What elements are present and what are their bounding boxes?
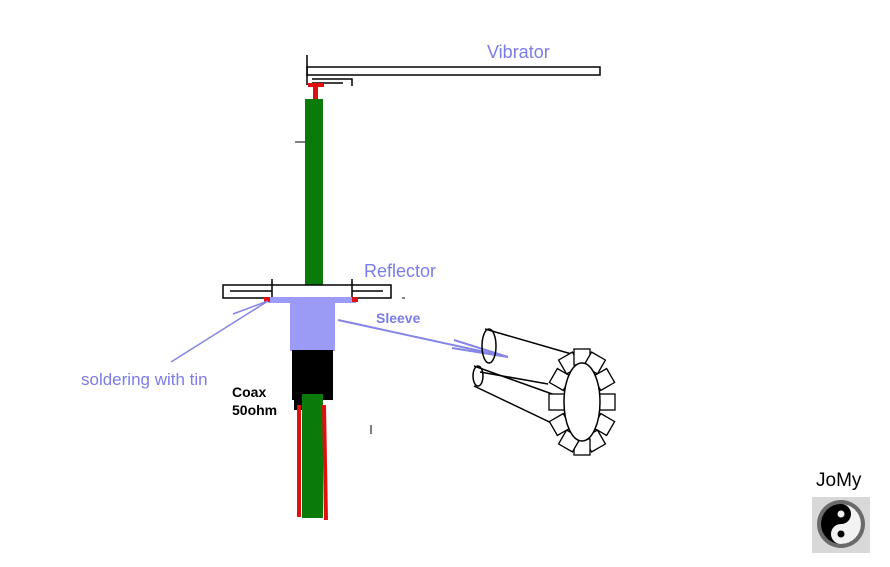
soldering-arrow bbox=[170, 300, 269, 363]
coax-connector bbox=[294, 398, 302, 410]
sleeve-detail-drawing bbox=[472, 328, 576, 429]
coax-label: Coax 50ohm bbox=[232, 383, 277, 419]
vibrator-red-stem bbox=[313, 86, 318, 100]
sleeve-body bbox=[268, 297, 356, 303]
coax-label-line2: 50ohm bbox=[232, 402, 278, 418]
sleeve-arrow bbox=[337, 319, 509, 358]
coax-inner-green bbox=[302, 394, 323, 518]
sleeve-tooth bbox=[548, 393, 566, 411]
vibrator-element bbox=[306, 55, 601, 86]
coax-jacket bbox=[292, 350, 333, 400]
sleeve-label: Sleeve bbox=[376, 310, 421, 326]
reflector-label: Reflector bbox=[364, 261, 437, 281]
sleeve-tooth bbox=[598, 393, 616, 411]
coax-red-wire-right bbox=[322, 404, 328, 521]
sleeve-detail-ring bbox=[563, 362, 601, 442]
sleeve-tube bbox=[290, 301, 335, 351]
solder-point-right bbox=[352, 297, 358, 302]
solder-point-left bbox=[264, 297, 270, 302]
brand-label: JoMy bbox=[816, 470, 862, 491]
vibrator-red-contact bbox=[308, 83, 324, 87]
soldering-label: soldering with tin bbox=[81, 370, 208, 389]
yin-yang-icon bbox=[812, 497, 870, 553]
upper-green-rod bbox=[305, 99, 323, 287]
coax-label-line1: Coax bbox=[232, 384, 267, 400]
vibrator-label: Vibrator bbox=[487, 42, 550, 62]
